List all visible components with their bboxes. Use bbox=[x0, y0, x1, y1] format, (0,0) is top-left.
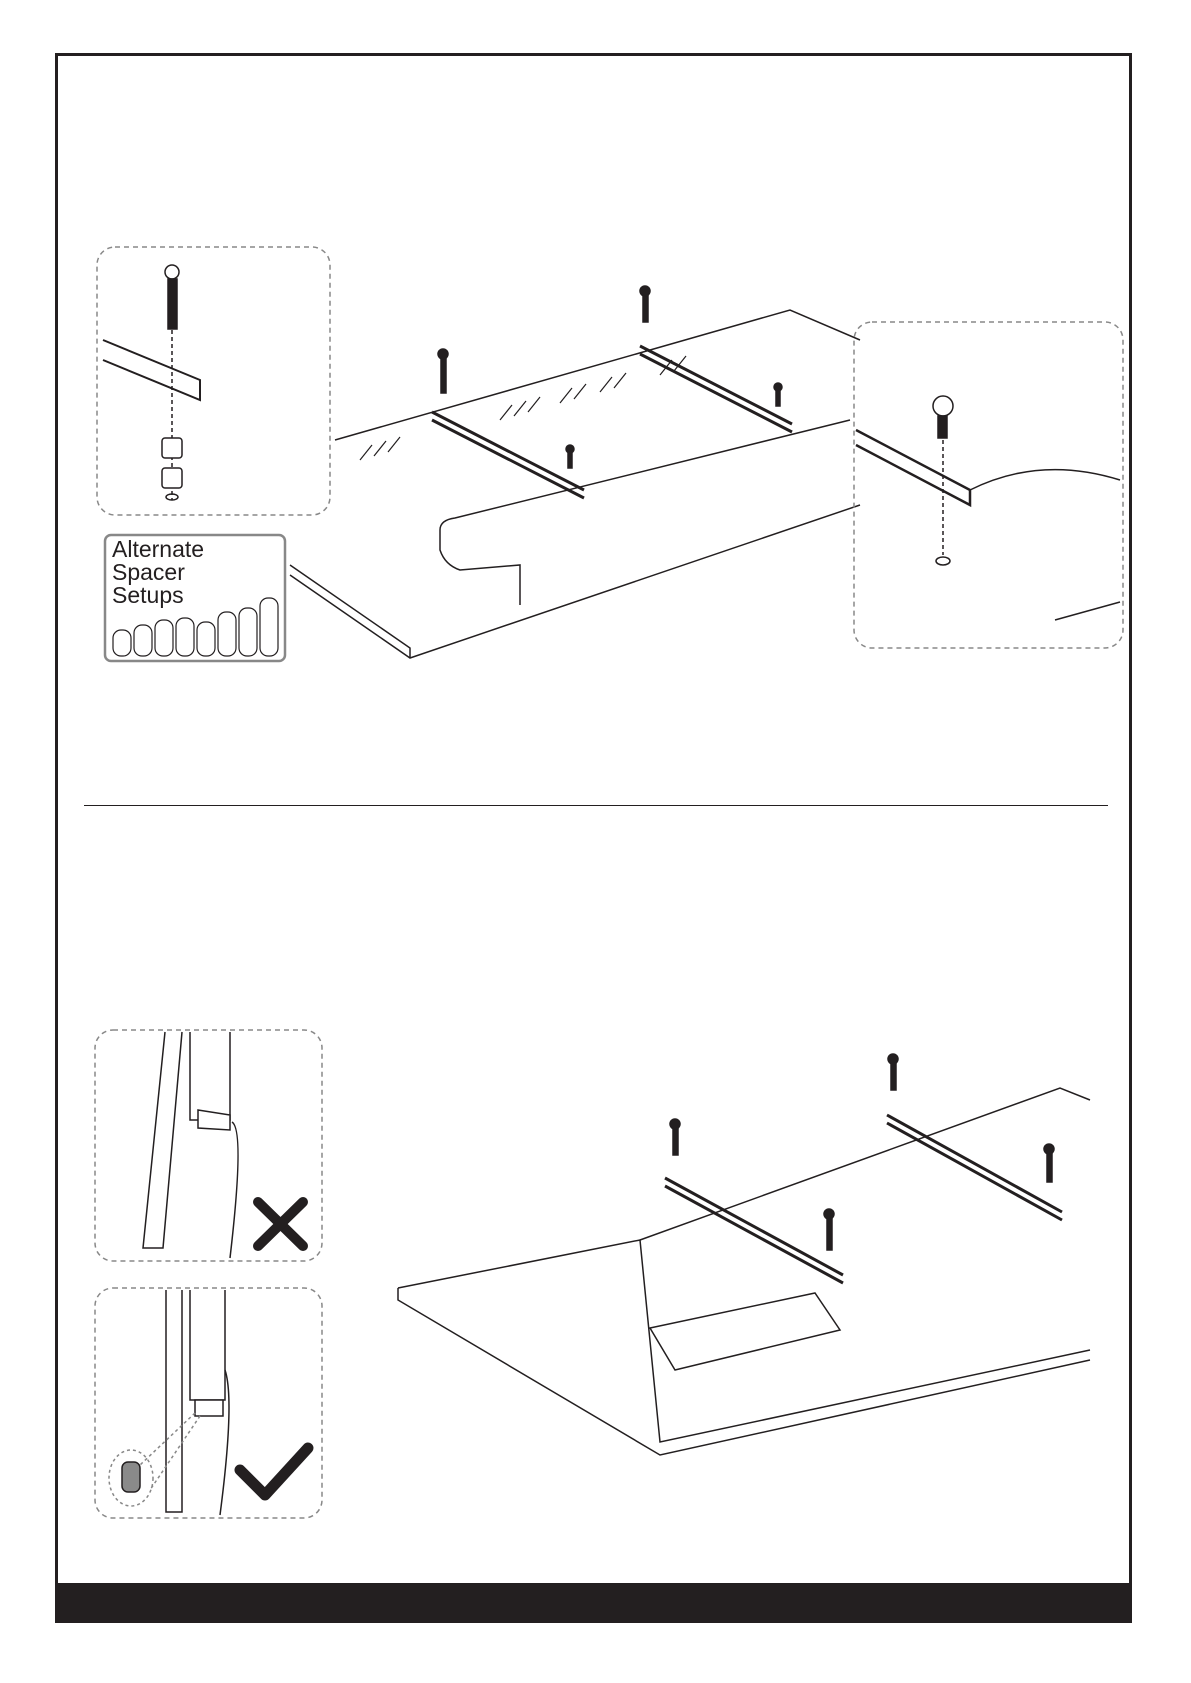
screws-top bbox=[437, 285, 783, 469]
screws-bottom bbox=[669, 1053, 1055, 1251]
footer-bar bbox=[55, 1583, 1132, 1623]
check-icon bbox=[234, 1442, 314, 1501]
detail-callout-screw-spacer bbox=[96, 246, 331, 516]
bracket-bottom-right bbox=[886, 1113, 1063, 1222]
tv-back-top bbox=[289, 309, 861, 659]
section-divider bbox=[84, 805, 1108, 806]
detail-screw-spacer bbox=[102, 264, 201, 501]
side-view-incorrect bbox=[142, 1031, 239, 1259]
bracket-top-right bbox=[639, 344, 793, 434]
bracket-bottom-left bbox=[664, 1176, 844, 1285]
side-view-correct bbox=[139, 1290, 230, 1516]
spacer-highlight-icon bbox=[108, 1449, 154, 1507]
tv-back-bottom bbox=[397, 1087, 1091, 1456]
bracket-top-left bbox=[431, 410, 585, 500]
alternate-spacer-callout bbox=[103, 533, 287, 663]
incorrect-callout bbox=[94, 1029, 323, 1262]
correct-callout bbox=[94, 1287, 323, 1519]
alternate-spacer-setups-label: Alternate Spacer Setups bbox=[112, 536, 205, 608]
detail-bracket bbox=[855, 395, 1121, 621]
spacer-icons bbox=[112, 597, 279, 657]
cross-icon bbox=[253, 1197, 308, 1251]
detail-callout-bracket bbox=[853, 321, 1124, 649]
